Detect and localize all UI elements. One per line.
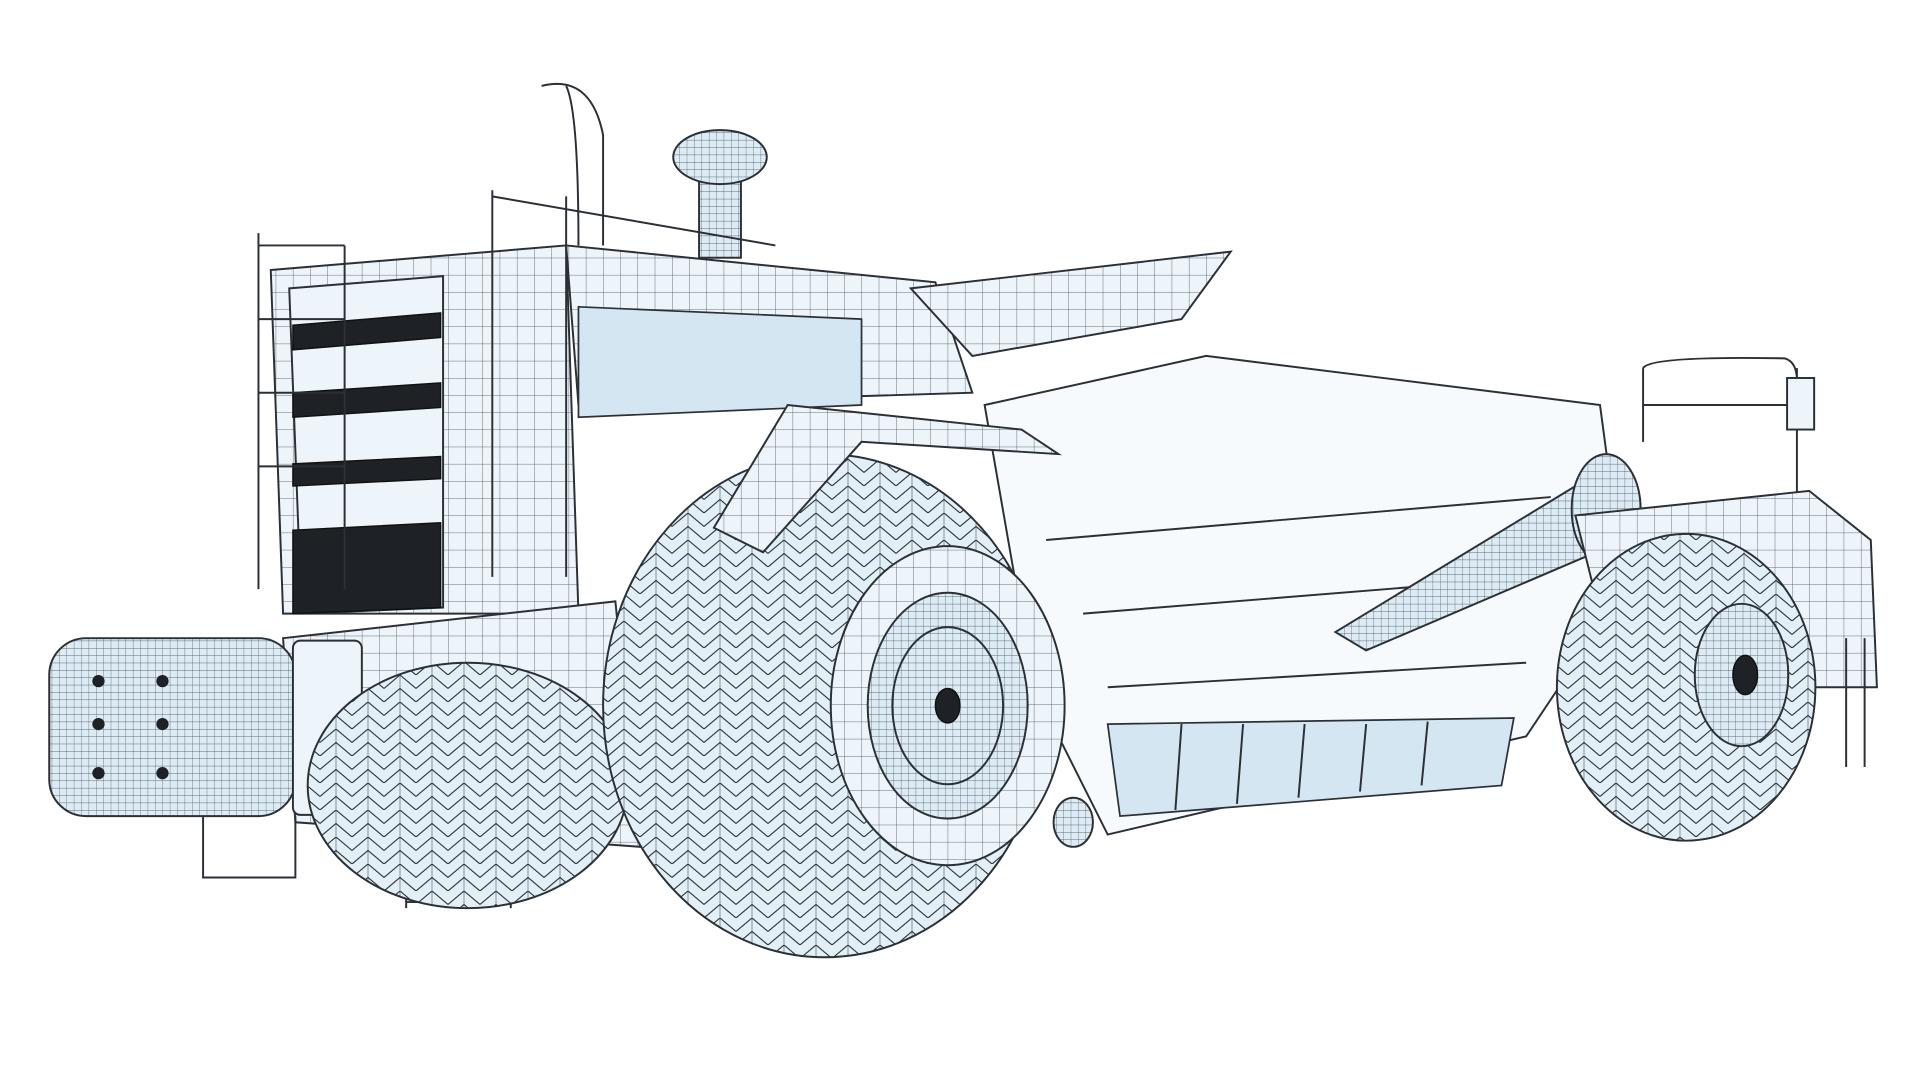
tire-rear-inner bbox=[306, 661, 629, 910]
tire-rear-main bbox=[602, 453, 1094, 959]
fender bbox=[712, 403, 1063, 554]
engine-module bbox=[257, 82, 974, 615]
radiator-stripes bbox=[292, 312, 442, 615]
front-tractor bbox=[1555, 356, 1878, 842]
